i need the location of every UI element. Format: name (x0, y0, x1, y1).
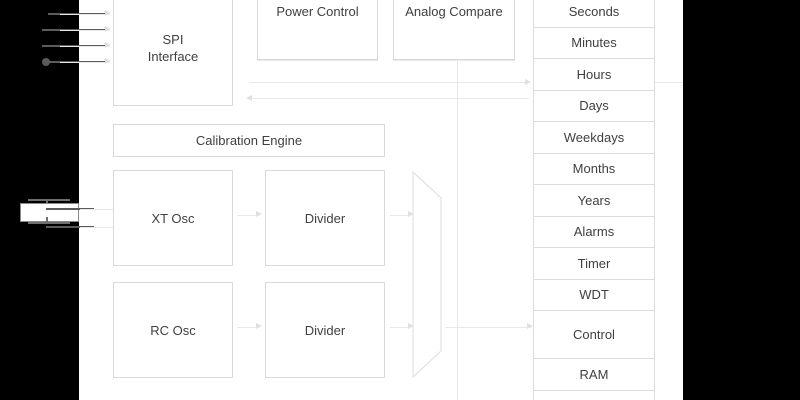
register-row-minutes[interactable]: Minutes (534, 28, 654, 59)
wire-xtosc-to-divider1-arrowhead (256, 211, 262, 217)
bus-read-tail (655, 82, 683, 83)
bus-read-arrowhead (525, 78, 531, 85)
register-label-days: Days (579, 98, 609, 114)
crystal-wire-bottom-dark (46, 226, 94, 228)
spi-input-1-arrowhead (105, 10, 111, 16)
block-divider-2-label: Divider (304, 322, 346, 338)
spi-bidir-4-terminal-dot (42, 58, 50, 66)
spi-input-3-line (60, 45, 110, 47)
crystal-wire-top (80, 208, 115, 210)
analog-compare-bottom-edge (393, 60, 515, 61)
block-xt-osc-label: XT Osc (151, 210, 195, 226)
register-row-months[interactable]: Months (534, 154, 654, 185)
wire-mux-to-control (445, 326, 531, 328)
register-label-months: Months (572, 161, 616, 177)
register-row-years[interactable]: Years (534, 185, 654, 217)
crystal-plate-bottom (28, 222, 70, 224)
block-spi-interface[interactable]: SPI Interface (113, 0, 233, 106)
bus-write-line (249, 98, 529, 99)
block-rc-osc[interactable]: RC Osc (113, 282, 233, 378)
crystal-plate-top (28, 199, 70, 201)
block-divider-2[interactable]: Divider (265, 282, 385, 378)
spi-input-2-line (60, 29, 110, 31)
register-row-wdt[interactable]: WDT (534, 280, 654, 311)
bus-vertical-spine (457, 60, 458, 400)
register-row-hours[interactable]: Hours (534, 59, 654, 91)
block-analog-compare[interactable]: Analog Compare (393, 0, 515, 60)
block-spi-interface-label-1: SPI (162, 32, 184, 47)
register-row-seconds[interactable]: Seconds (534, 0, 654, 28)
register-label-alarms: Alarms (573, 224, 615, 240)
bus-write-arrowhead (246, 94, 252, 101)
register-label-control: Control (573, 327, 615, 342)
register-label-seconds: Seconds (568, 3, 620, 19)
bus-read-line (249, 82, 529, 83)
block-power-control[interactable]: Power Control (257, 0, 378, 60)
block-rc-osc-label: RC Osc (150, 322, 196, 338)
wire-divider2-to-mux (390, 326, 410, 328)
register-label-weekdays: Weekdays (563, 129, 625, 145)
wire-divider1-to-mux (390, 214, 410, 216)
block-power-control-label: Power Control (276, 4, 359, 19)
register-row-alarms[interactable]: Alarms (534, 217, 654, 248)
wire-divider2-to-mux-arrowhead (408, 323, 414, 329)
spi-input-3-arrowhead (105, 42, 111, 48)
register-row-control[interactable]: Control (534, 311, 654, 359)
register-row-days[interactable]: Days (534, 91, 654, 122)
register-label-years: Years (577, 192, 611, 208)
register-label-ram: RAM (579, 366, 609, 382)
clock-mux[interactable] (412, 171, 442, 378)
crystal-lead-bottom (46, 217, 48, 223)
register-label-minutes: Minutes (571, 35, 617, 51)
register-label-wdt: WDT (579, 287, 609, 303)
block-divider-1-label: Divider (304, 210, 346, 226)
crystal-wire-bottom (80, 226, 115, 228)
wire-xtosc-to-divider1 (237, 214, 259, 216)
register-row-ram[interactable]: RAM (534, 359, 654, 391)
register-map[interactable]: Seconds Minutes Hours Days Weekdays Mont… (533, 0, 655, 400)
wire-rcosc-to-divider2-arrowhead (256, 323, 262, 329)
register-row-weekdays[interactable]: Weekdays (534, 122, 654, 154)
block-calibration-engine[interactable]: Calibration Engine (113, 124, 385, 157)
wire-mux-to-control-arrowhead (527, 323, 533, 329)
register-row-timer[interactable]: Timer (534, 248, 654, 280)
block-spi-interface-label-2: Interface (147, 49, 199, 64)
crystal-body (20, 203, 79, 222)
crystal-wire-top-dark (46, 208, 94, 210)
register-label-hours: Hours (576, 66, 612, 82)
crystal-symbol (0, 190, 100, 235)
spi-bidir-4-arrowhead (105, 58, 111, 64)
wire-divider1-to-mux-arrowhead (408, 211, 414, 217)
power-control-bottom-edge (257, 60, 378, 61)
spi-input-2-arrowhead (105, 26, 111, 32)
register-label-timer: Timer (577, 255, 611, 271)
block-xt-osc[interactable]: XT Osc (113, 170, 233, 266)
crystal-lead-top (46, 199, 48, 205)
block-divider-1[interactable]: Divider (265, 170, 385, 266)
spi-input-1-line (60, 13, 110, 15)
block-calibration-engine-label: Calibration Engine (195, 133, 303, 148)
spi-bidir-4-line (60, 61, 110, 63)
block-analog-compare-label: Analog Compare (405, 4, 503, 19)
register-row-next[interactable] (534, 391, 654, 400)
wire-rcosc-to-divider2 (237, 326, 259, 328)
